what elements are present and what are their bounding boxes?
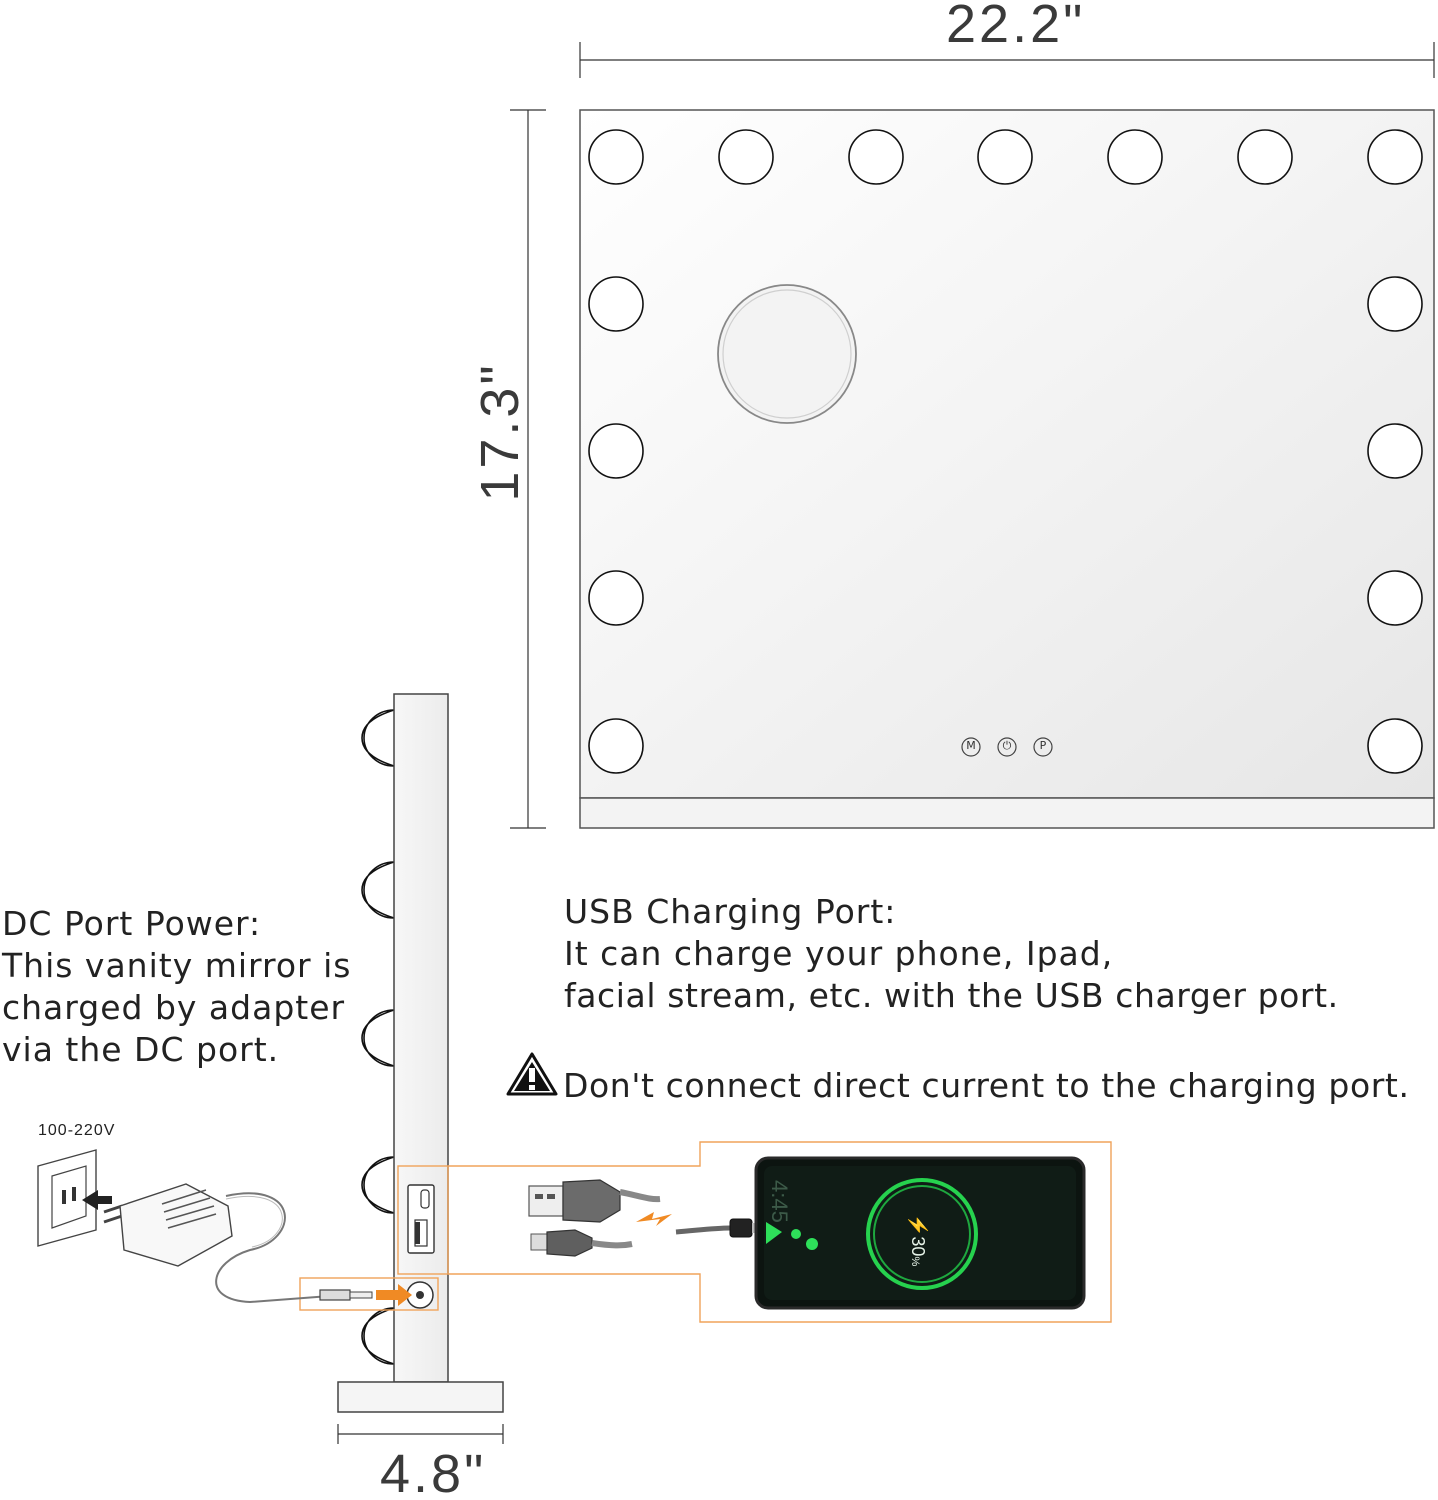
phone-battery-level: ⚡30% — [907, 1214, 928, 1266]
width-dimension-label: 22.2" — [946, 0, 1086, 54]
usb-callout-frame — [448, 1141, 1112, 1323]
mirror-front-view — [579, 109, 1435, 829]
battery-percent: 30 — [908, 1236, 928, 1257]
warning-text: Don't connect direct current to the char… — [563, 1066, 1410, 1105]
dc-port-description: DC Port Power: This vanity mirror is cha… — [2, 903, 351, 1071]
height-dimension-label: 17.3" — [470, 362, 530, 502]
usb-port-description: USB Charging Port: It can charge your ph… — [564, 891, 1339, 1017]
usb-port-line: It can charge your phone, Ipad, — [564, 934, 1114, 973]
power-adapter-illustration — [37, 1149, 412, 1306]
touch-button-power: ⏻ — [1002, 739, 1012, 752]
width-dimension-line — [579, 42, 1435, 78]
battery-unit: % — [909, 1256, 921, 1267]
phone-time: 4:45 — [767, 1180, 792, 1223]
touch-button-mode: M — [966, 739, 976, 752]
usb-port-title: USB Charging Port: — [564, 892, 897, 931]
phone-illustration — [754, 1156, 1086, 1310]
voltage-label: 100-220V — [38, 1122, 116, 1139]
dc-port-line: via the DC port. — [2, 1030, 280, 1069]
bolt-icon: ⚡ — [908, 1214, 928, 1237]
height-dimension-line — [510, 109, 546, 829]
depth-dimension-label: 4.8" — [380, 1444, 487, 1500]
dc-port-line: This vanity mirror is — [2, 946, 352, 985]
usb-cable-illustration — [528, 1179, 762, 1257]
usb-port-line: facial stream, etc. with the USB charger… — [564, 976, 1339, 1015]
dc-port-line: charged by adapter — [2, 988, 346, 1027]
dc-port-title: DC Port Power: — [2, 904, 262, 943]
mirror-side-view — [299, 693, 504, 1413]
warning-triangle-icon — [506, 1052, 558, 1096]
depth-dimension-line — [337, 1424, 504, 1444]
touch-button-p: P — [1039, 739, 1047, 752]
